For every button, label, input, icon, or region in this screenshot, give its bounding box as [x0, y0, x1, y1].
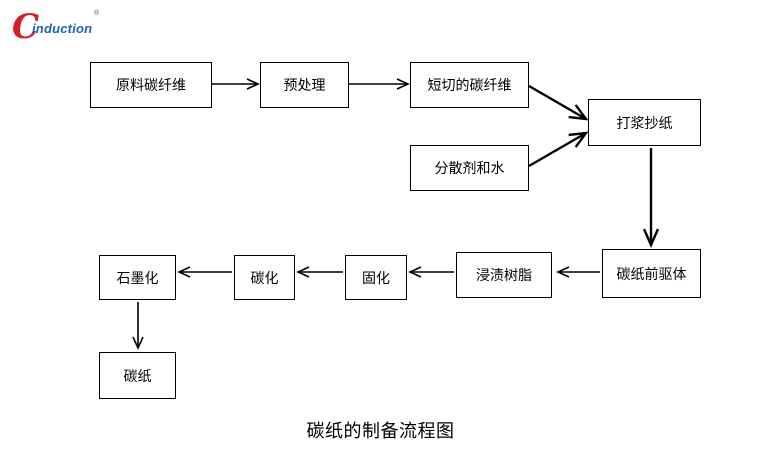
node-carbonization: 碳化 — [234, 255, 295, 300]
logo-registered-mark: ® — [94, 10, 100, 17]
node-graphitization: 石墨化 — [99, 255, 176, 300]
node-pulp-papermaking: 打浆抄纸 — [588, 99, 701, 146]
arrow-dispersant-water-to-pulp-papermaking — [528, 133, 586, 168]
logo-initial: C — [12, 7, 40, 47]
diagram-caption: 碳纸的制备流程图 — [306, 421, 455, 442]
logo-text: induction — [32, 21, 93, 36]
node-raw-fiber: 原料碳纤维 — [90, 62, 212, 108]
arrow-chopped-fiber-to-pulp-papermaking — [528, 84, 586, 119]
node-carbon-paper-precursor: 碳纸前驱体 — [602, 249, 701, 298]
node-curing: 固化 — [345, 255, 407, 300]
company-logo: C induction ® — [12, 10, 107, 46]
node-carbon-paper: 碳纸 — [99, 352, 176, 399]
node-pretreatment: 预处理 — [260, 62, 349, 108]
node-dispersant-water: 分散剂和水 — [410, 145, 529, 191]
node-chopped-fiber: 短切的碳纤维 — [410, 62, 529, 108]
node-resin-impregnation: 浸渍树脂 — [456, 252, 552, 298]
